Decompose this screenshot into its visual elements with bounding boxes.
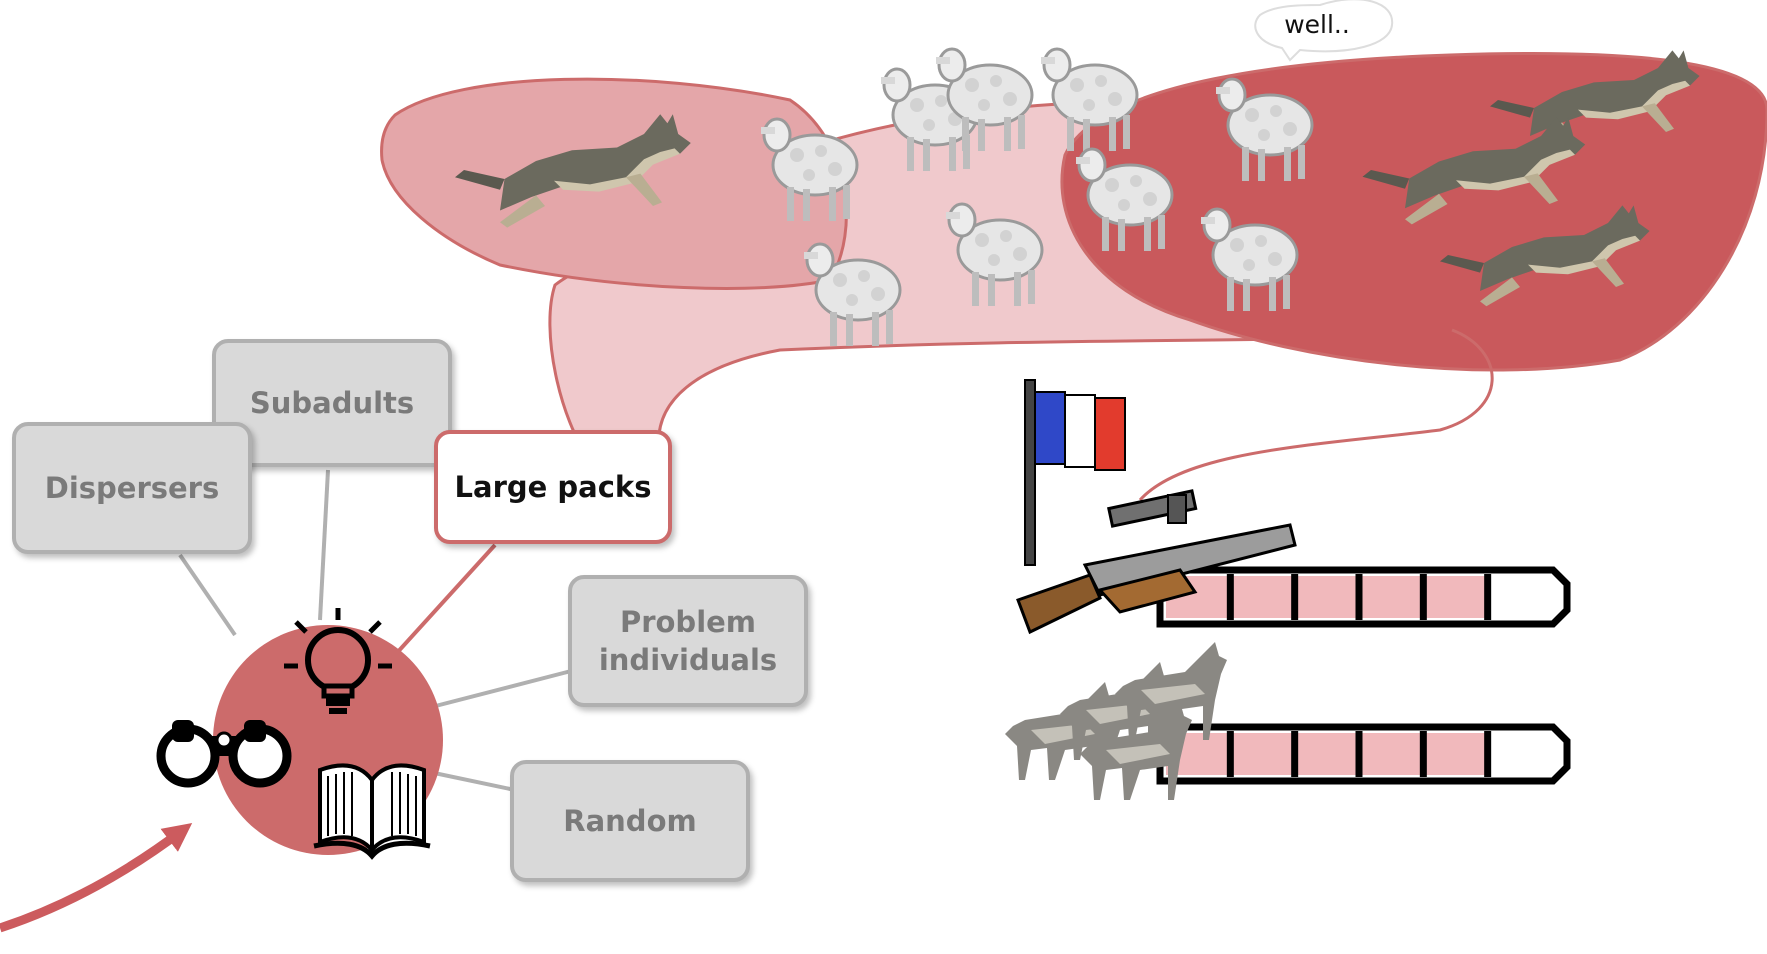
node-large-packs[interactable]: Large packs: [434, 430, 672, 544]
binoculars-icon: [156, 720, 292, 788]
entry-arrow: [0, 823, 193, 933]
node-random-label: Random: [563, 804, 697, 838]
connector-lines: [178, 469, 576, 792]
speech-bubble-text: well..: [1284, 9, 1350, 39]
node-large-packs-label: Large packs: [454, 470, 652, 504]
open-book-icon: [313, 763, 431, 860]
node-problem-individuals[interactable]: Problem individuals: [568, 575, 808, 707]
node-dispersers-label: Dispersers: [44, 471, 220, 505]
node-problem-individuals-label-1: Problem: [619, 605, 757, 639]
wolf-population-gauge: [1156, 723, 1571, 785]
node-dispersers[interactable]: Dispersers: [12, 422, 252, 554]
hunting-gauge: [1156, 566, 1571, 628]
node-subadults-label: Subadults: [249, 386, 415, 420]
lightbulb-icon: [284, 608, 392, 714]
node-problem-individuals-label-2: individuals: [598, 643, 778, 677]
node-random[interactable]: Random: [510, 760, 750, 882]
french-flag-icon: [1024, 379, 1126, 566]
node-subadults[interactable]: Subadults: [212, 339, 452, 467]
zone-tail: [1138, 328, 1494, 502]
speech-bubble: [1254, 0, 1394, 62]
rifle-icon: [1016, 489, 1297, 635]
